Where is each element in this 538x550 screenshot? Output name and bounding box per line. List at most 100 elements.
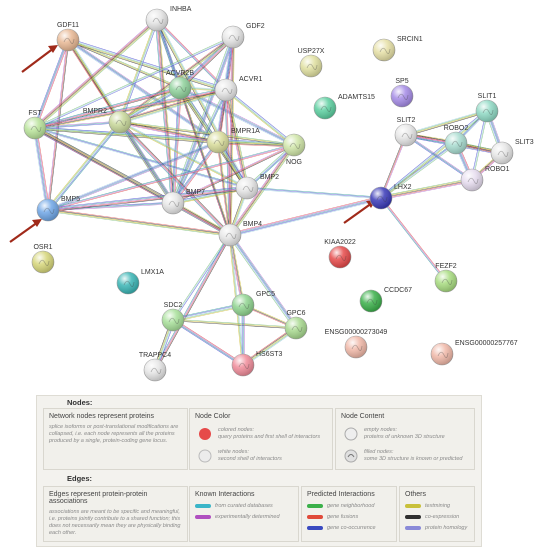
colored-nodes-title: colored nodes: — [218, 427, 255, 433]
node-usp27x[interactable]: USP27X — [298, 48, 325, 78]
edge-strand — [471, 110, 488, 181]
node-shine — [162, 309, 184, 331]
edge-strand — [35, 20, 158, 129]
white-nodes-title: white nodes: — [218, 449, 249, 455]
node-bmpr2[interactable]: BMPR2 — [83, 108, 132, 134]
node-structure-icon — [320, 105, 332, 112]
edge-strand — [67, 40, 226, 92]
node-fst[interactable]: FST — [23, 110, 47, 140]
node-gpc5[interactable]: GPC5 — [231, 291, 275, 317]
edge-strand — [119, 122, 230, 236]
node-osr1[interactable]: OSR1 — [31, 244, 55, 274]
node-gdf11[interactable]: GDF11 — [56, 22, 80, 52]
node-ensg00000273049[interactable]: ENSG00000273049 — [325, 329, 388, 359]
edge-strand — [36, 40, 70, 129]
edge-strand — [405, 110, 487, 135]
node-trappc4[interactable]: TRAPPC4 — [139, 352, 171, 382]
node-structure-icon — [401, 132, 413, 139]
edge-strand — [47, 143, 294, 210]
other-interaction-label: protein homology — [425, 525, 468, 531]
node-bmpr1a[interactable]: BMPR1A — [206, 128, 260, 154]
edge-strand — [217, 142, 294, 147]
node-label: BMP7 — [186, 189, 205, 196]
node-structure-icon — [63, 37, 75, 44]
edge-strand — [46, 120, 119, 210]
node-shine — [329, 246, 351, 268]
node-srcin1[interactable]: SRCIN1 — [372, 36, 423, 62]
node-robo1[interactable]: ROBO1 — [460, 166, 510, 192]
edge-strand — [156, 19, 174, 204]
node-kiaa2022[interactable]: KIAA2022 — [324, 239, 356, 269]
edge-strand — [172, 143, 294, 203]
edge-strand — [217, 143, 294, 148]
edge-strand — [229, 196, 381, 235]
node-sp5[interactable]: SP5 — [390, 78, 414, 108]
legend-node-content-title: Node Content — [341, 413, 385, 420]
node-ccdc67[interactable]: CCDC67 — [359, 287, 412, 313]
node-gpc6[interactable]: GPC6 — [284, 310, 308, 340]
edge-strand — [119, 123, 218, 144]
edge-strand — [173, 305, 244, 322]
node-label: SLIT1 — [478, 93, 497, 100]
edge-strand — [48, 142, 219, 212]
edge-strand — [226, 89, 295, 145]
edge-strand — [47, 140, 218, 210]
node-structure-icon — [437, 351, 449, 358]
node-label: SLIT3 — [515, 139, 534, 146]
node-structure-icon — [115, 119, 127, 126]
node-hs6st3[interactable]: HS6ST3 — [231, 351, 283, 377]
node-nog[interactable]: NOG — [282, 133, 306, 166]
node-bmp2[interactable]: BMP2 — [235, 174, 279, 200]
legend-nodes-main-text: splice isoforms or post-translational mo… — [49, 424, 179, 444]
edge-strand — [217, 141, 295, 146]
node-label: GDF11 — [57, 22, 79, 29]
predicted-interaction-item: gene co-occurrence — [307, 525, 376, 531]
edge-strand — [32, 128, 47, 211]
node-acvr1[interactable]: ACVR1 — [214, 76, 262, 102]
node-bmp5[interactable]: BMP5 — [36, 196, 80, 222]
node-slit2[interactable]: SLIT2 — [394, 117, 418, 147]
legend-others-title: Others — [405, 491, 427, 498]
predicted-interaction-label: gene neighborhood — [327, 503, 375, 509]
edge-strand — [229, 234, 297, 329]
known-interaction-label: experimentally determined — [215, 514, 280, 520]
node-slit3[interactable]: SLIT3 — [490, 139, 534, 165]
node-lmx1a[interactable]: LMX1A — [116, 269, 164, 295]
node-shine — [169, 77, 191, 99]
node-shine — [109, 111, 131, 133]
edge-strand — [48, 208, 231, 234]
node-acvr2b[interactable]: ACVR2B — [166, 70, 194, 100]
edge-strand — [120, 120, 232, 235]
node-bmp4[interactable]: BMP4 — [218, 221, 262, 247]
node-label: KIAA2022 — [324, 239, 356, 246]
node-sdc2[interactable]: SDC2 — [161, 302, 185, 332]
node-fezf2[interactable]: FEZF2 — [434, 263, 458, 293]
edge-strand — [172, 234, 230, 320]
edge-strand — [36, 127, 51, 210]
node-ensg00000257767[interactable]: ENSG00000257767 — [430, 340, 518, 366]
node-gdf2[interactable]: GDF2 — [221, 23, 265, 49]
edge-strand — [68, 38, 227, 89]
node-robo2[interactable]: ROBO2 — [444, 125, 469, 155]
node-structure-icon — [379, 47, 391, 54]
node-adamts15[interactable]: ADAMTS15 — [313, 94, 375, 120]
edge-strand — [119, 121, 174, 204]
node-lhx2[interactable]: LHX2 — [369, 184, 412, 210]
node-bmp7[interactable]: BMP7 — [161, 189, 205, 215]
edge-strand — [48, 188, 248, 212]
edge-strand — [33, 18, 156, 127]
edge-strand — [34, 86, 180, 127]
node-inhba[interactable]: INHBA — [145, 6, 192, 32]
node-shine — [232, 354, 254, 376]
node-slit1[interactable]: SLIT1 — [475, 93, 499, 123]
node-shine — [445, 132, 467, 154]
node-structure-icon — [451, 140, 463, 147]
edge-strand — [47, 187, 248, 211]
legend-edges-main-text: associations are meant to be specific an… — [49, 509, 181, 536]
node-structure-icon — [376, 195, 388, 202]
node-shine — [373, 39, 395, 61]
edge-strand — [231, 234, 245, 305]
edge-strand — [224, 90, 247, 189]
edge-strand — [380, 198, 446, 282]
